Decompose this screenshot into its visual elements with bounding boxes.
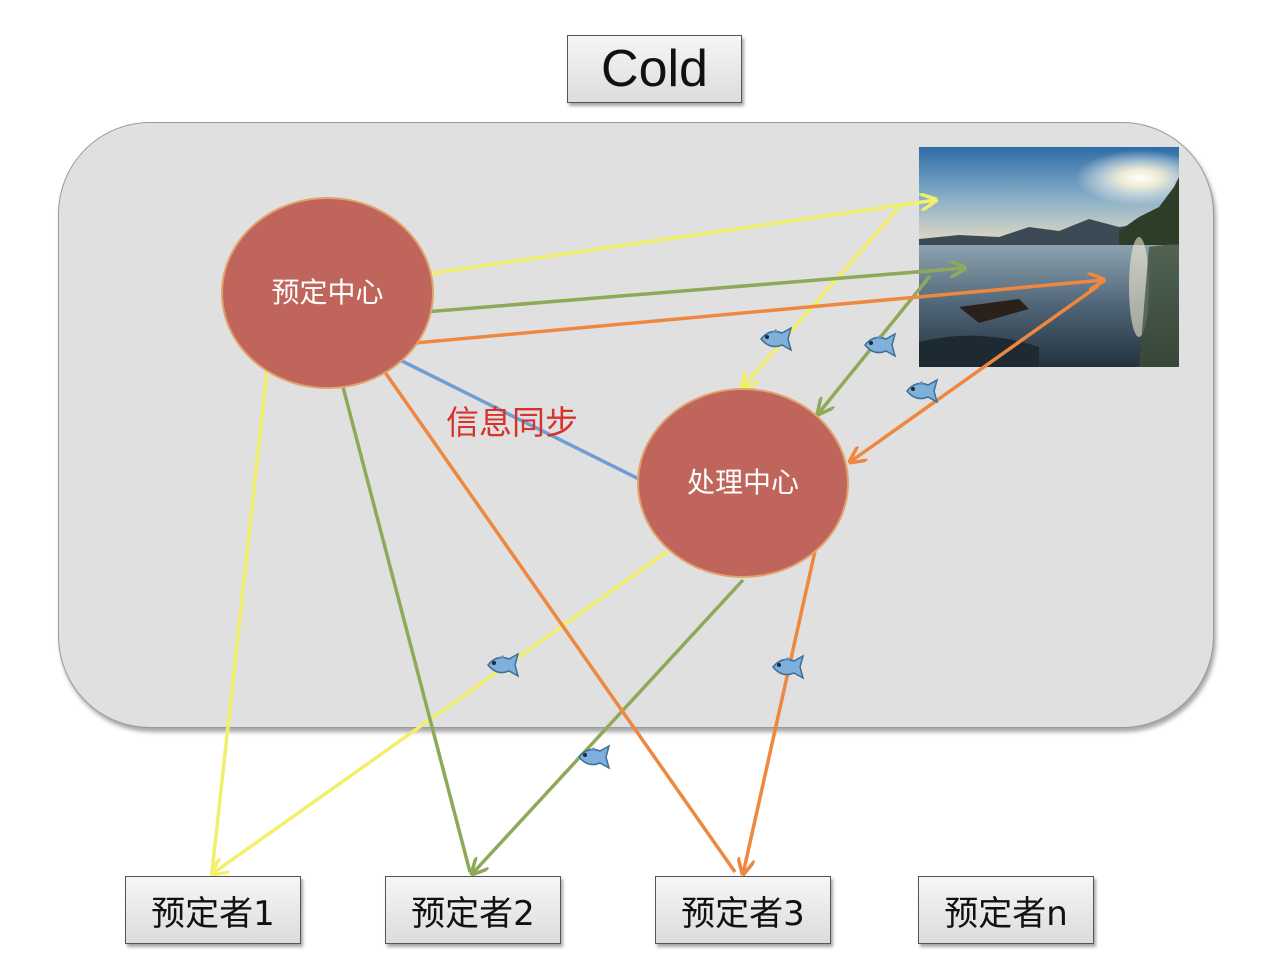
booker-1: 预定者1 bbox=[125, 876, 301, 944]
fish-icon bbox=[485, 650, 520, 680]
booker-n-label: 预定者n bbox=[944, 893, 1068, 934]
arrow-photo-to-processing-yellow bbox=[742, 204, 902, 388]
arrow-photo-to-processing-orange bbox=[850, 284, 1100, 462]
arrow-booker1-to-booking-center bbox=[210, 298, 275, 873]
title-text: Cold bbox=[601, 40, 708, 98]
arrow-processing-to-booker3 bbox=[743, 550, 817, 874]
fish-icon bbox=[862, 330, 897, 360]
arrow-booker3-to-booking-center bbox=[368, 348, 737, 874]
title-box: Cold bbox=[567, 35, 742, 103]
arrow-booking-center-to-photo-orange bbox=[381, 280, 1104, 348]
arrow-processing-to-booker2 bbox=[472, 578, 745, 874]
booking-center-label: 预定中心 bbox=[271, 276, 384, 309]
arrow-booking-center-to-photo-green bbox=[325, 268, 965, 322]
arrow-sync bbox=[395, 356, 655, 487]
fish-icon bbox=[770, 652, 805, 682]
lake-sunset-photo bbox=[919, 147, 1179, 367]
fish-icon bbox=[576, 742, 611, 772]
arrow-booker2-to-booking-center bbox=[326, 322, 472, 873]
sync-label: 信息同步 bbox=[446, 403, 578, 442]
booker-2: 预定者2 bbox=[385, 876, 561, 944]
booker-3: 预定者3 bbox=[655, 876, 831, 944]
fish-icon bbox=[904, 376, 939, 406]
booking-center: 预定中心 bbox=[221, 197, 434, 389]
fish-icon bbox=[758, 324, 793, 354]
processing-center-label: 处理中心 bbox=[687, 466, 800, 499]
booker-1-label: 预定者1 bbox=[151, 893, 275, 934]
booker-3-label: 预定者3 bbox=[681, 893, 805, 934]
processing-center: 处理中心 bbox=[637, 388, 849, 578]
booker-n: 预定者n bbox=[918, 876, 1094, 944]
booker-2-label: 预定者2 bbox=[411, 893, 535, 934]
arrow-processing-to-booker1 bbox=[212, 549, 670, 874]
